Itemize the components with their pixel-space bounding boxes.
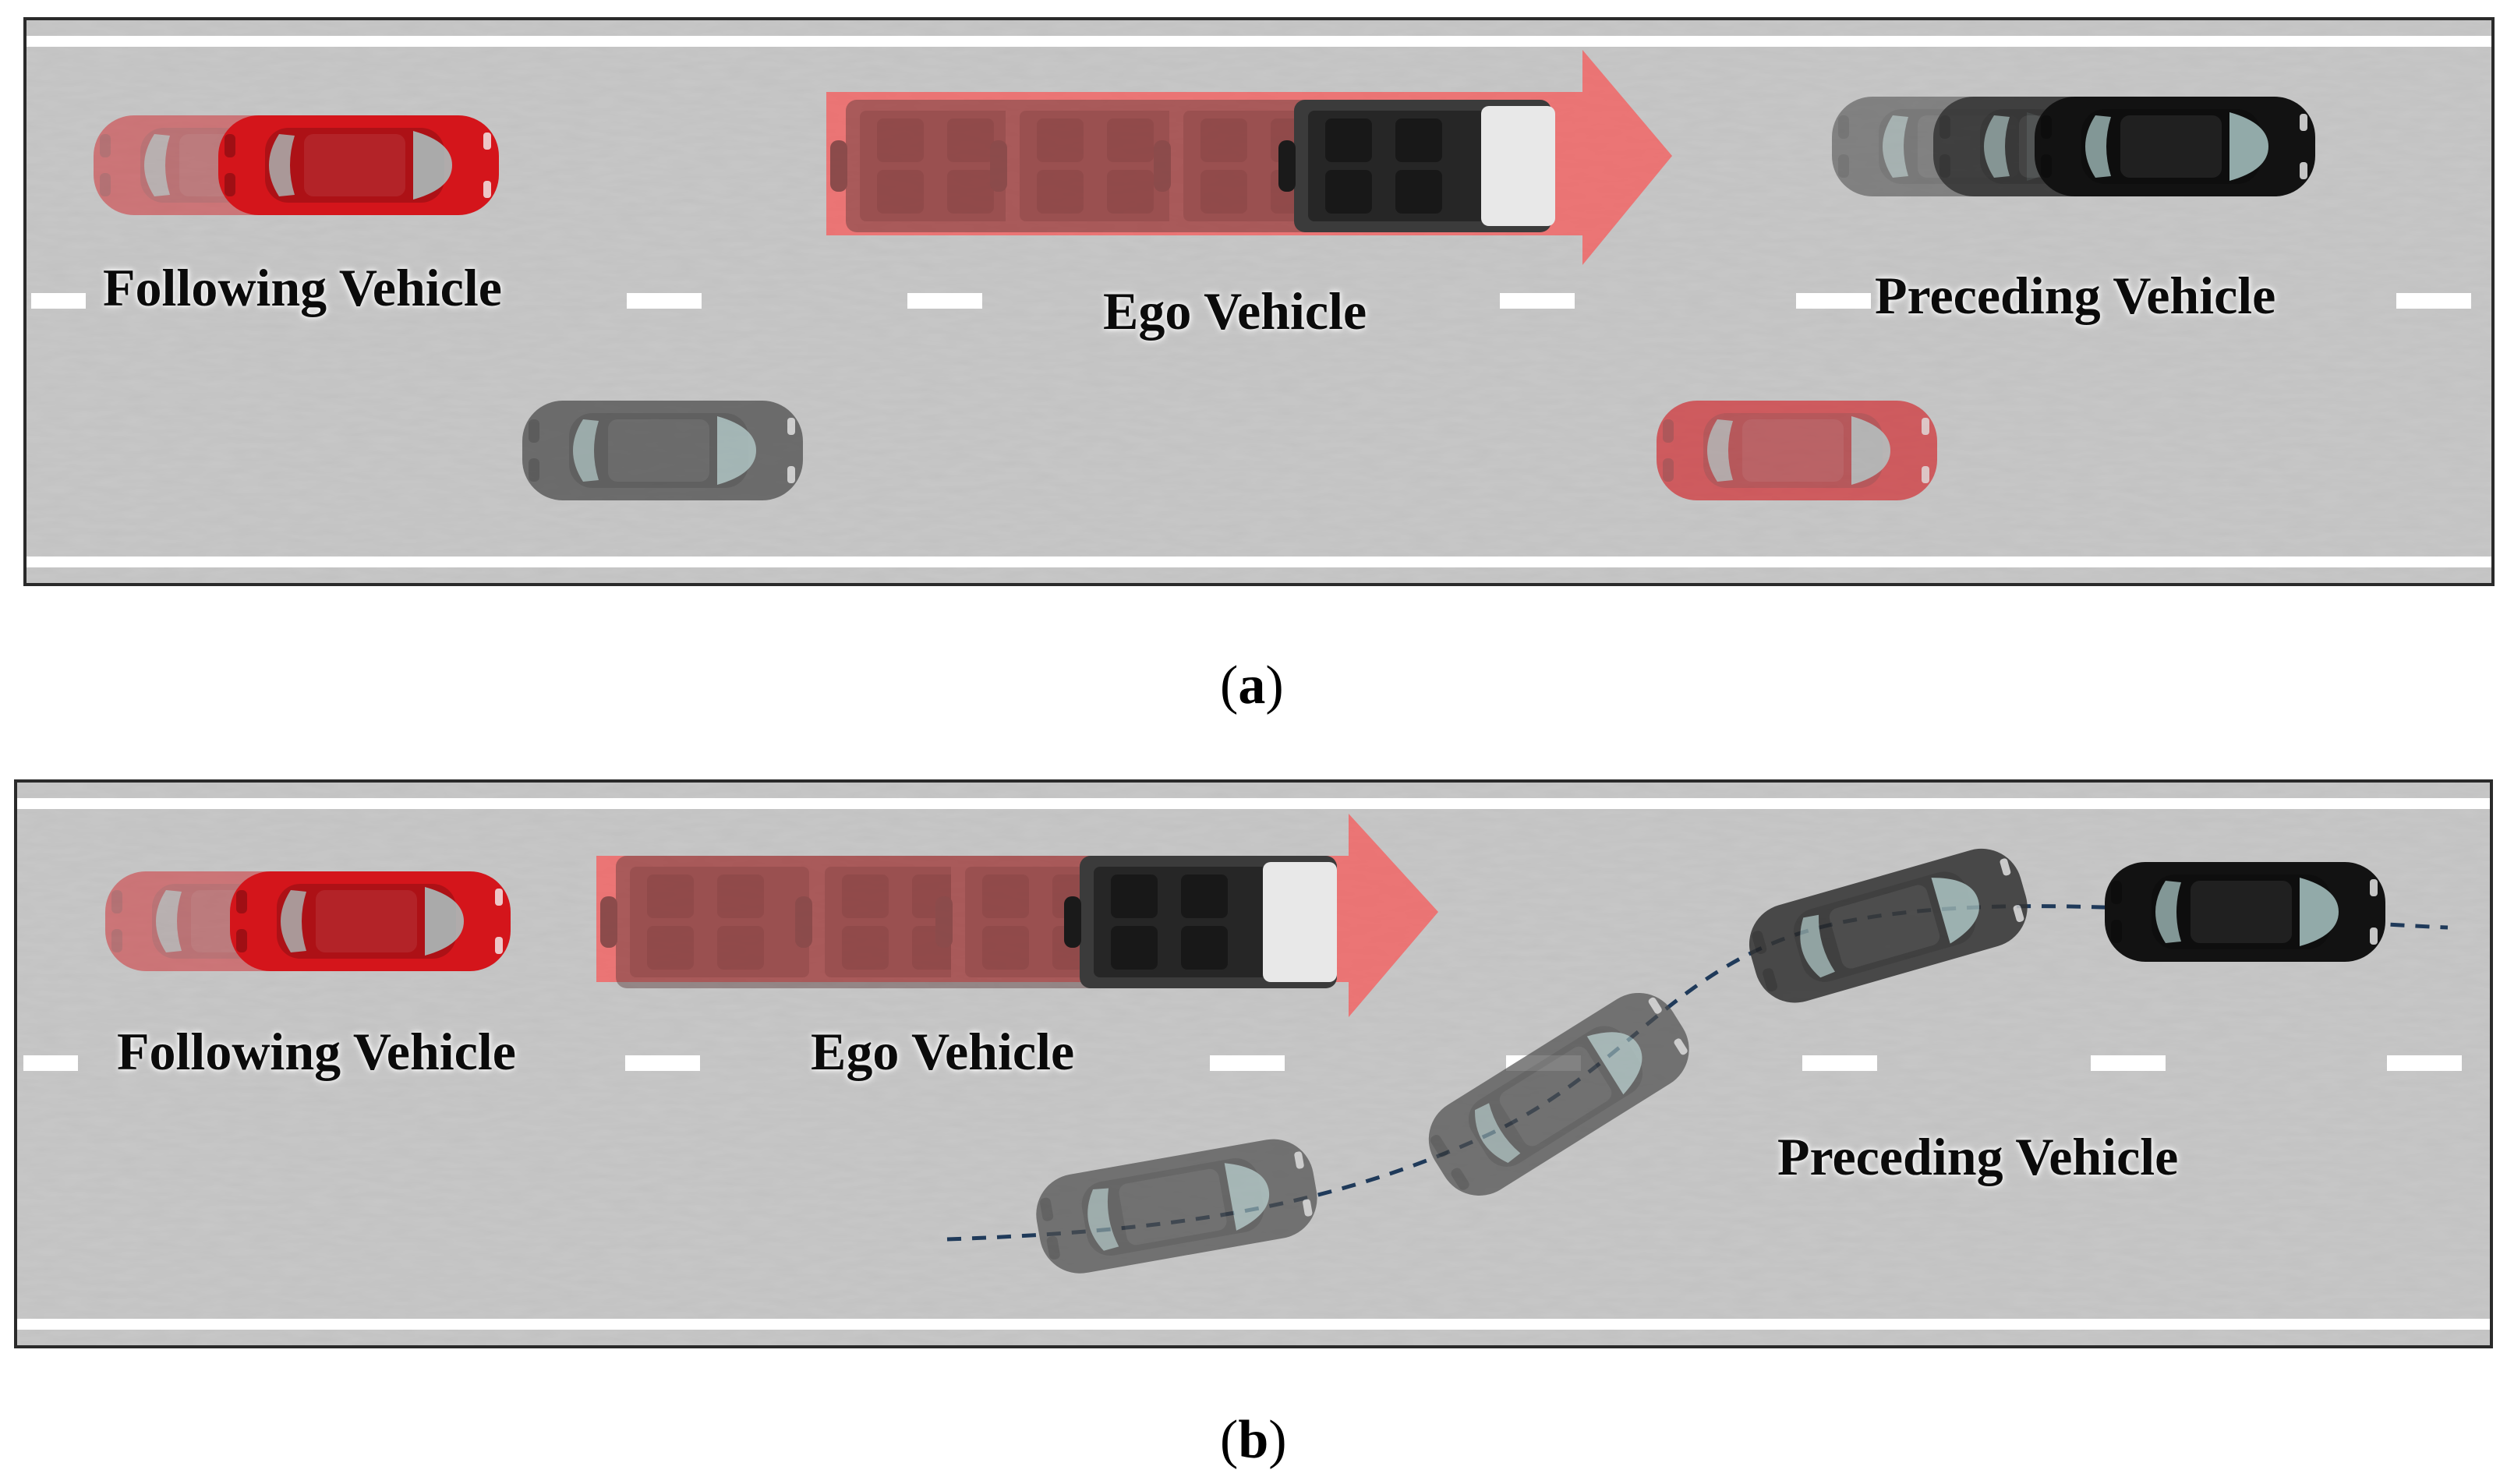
lane-dash bbox=[627, 293, 702, 309]
road-edge-top bbox=[27, 36, 2491, 47]
panel-b: Following Vehicle Ego Vehicle Preceding … bbox=[0, 772, 2507, 1484]
caption-b: (b) bbox=[1220, 1410, 1287, 1470]
road-edge-bottom bbox=[17, 1319, 2490, 1330]
lane-dash bbox=[625, 1055, 700, 1071]
vehicles-layer-a bbox=[94, 50, 2315, 500]
road-edge-bottom bbox=[27, 556, 2491, 567]
caption-a: (a) bbox=[1220, 655, 1284, 716]
label-ego-vehicle: Ego Vehicle bbox=[1103, 281, 1367, 341]
road-edge-top bbox=[17, 798, 2490, 809]
lane-dash bbox=[2387, 1055, 2462, 1071]
label-following-vehicle: Following Vehicle bbox=[103, 258, 502, 317]
lane-dash bbox=[1210, 1055, 1285, 1071]
lane-dash bbox=[31, 293, 86, 309]
lane-dash bbox=[907, 293, 982, 309]
label-ego-vehicle: Ego Vehicle bbox=[811, 1022, 1075, 1081]
lane-dash bbox=[2091, 1055, 2166, 1071]
black-sedan-topview-icon bbox=[2105, 862, 2385, 962]
red-sedan-topview-icon bbox=[218, 115, 499, 215]
lane-dash bbox=[2396, 293, 2471, 309]
lane-dash bbox=[23, 1055, 78, 1071]
lane-dash bbox=[1802, 1055, 1877, 1071]
label-following-vehicle: Following Vehicle bbox=[117, 1022, 516, 1081]
black-sedan-topview-icon bbox=[2035, 97, 2315, 196]
black-sedan-topview-icon bbox=[1030, 1132, 1324, 1280]
lane-dash bbox=[1500, 293, 1575, 309]
lane-dash bbox=[1796, 293, 1871, 309]
ego-vehicle-hood bbox=[1263, 862, 1337, 982]
vehicles-layer-b bbox=[105, 814, 2449, 1280]
label-preceding-vehicle: Preceding Vehicle bbox=[1777, 1127, 2179, 1186]
black-sedan-topview-icon bbox=[1739, 839, 2037, 1012]
sedan-topview-icon bbox=[1657, 401, 1937, 500]
sedan-topview-icon bbox=[522, 401, 803, 500]
red-sedan-topview-icon bbox=[230, 871, 511, 971]
ego-vehicle-hood bbox=[1481, 106, 1555, 226]
black-sedan-topview-icon bbox=[1413, 977, 1705, 1211]
panel-a: Following Vehicle Ego Vehicle Preceding … bbox=[0, 0, 2507, 733]
label-preceding-vehicle: Preceding Vehicle bbox=[1875, 266, 2276, 325]
